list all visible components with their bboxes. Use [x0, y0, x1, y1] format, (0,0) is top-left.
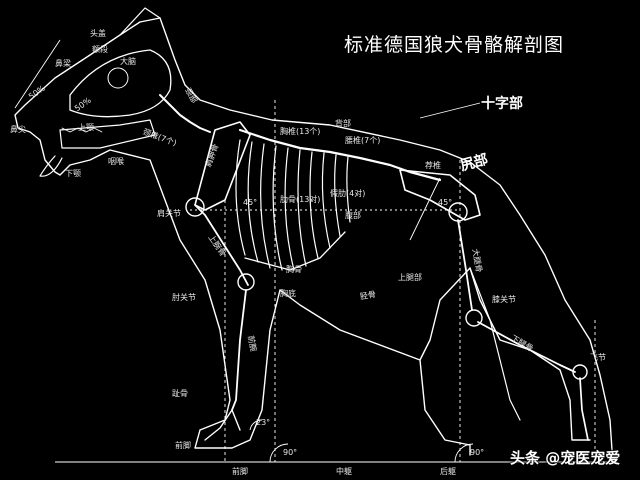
- pelvis-bone: [399, 169, 481, 221]
- label-pastern: 趾骨: [172, 389, 188, 398]
- front-paw-bones: [204, 409, 241, 441]
- label-lower-jaw: 下颚: [65, 169, 81, 178]
- skull-bone: [69, 49, 172, 118]
- label-angle90b: 90°: [470, 448, 485, 457]
- watermark: 头条 @宠医宠爱: [510, 449, 621, 467]
- label-thoracic: 胸椎(13个): [280, 127, 321, 136]
- label-cross: 十字部: [481, 96, 523, 112]
- label-knee: 膝关节: [492, 295, 516, 304]
- label-bottom-rear: 后躯: [440, 467, 456, 476]
- shoulder-joint: [185, 197, 205, 217]
- label-sacrum: 荐椎: [425, 161, 441, 170]
- label-bottom-mid: 中躯: [336, 467, 352, 476]
- label-chest-bottom: 胸底: [280, 289, 296, 298]
- label-upper-thigh: 上腿部: [398, 273, 422, 282]
- label-skull: 头盖: [90, 29, 106, 38]
- tibia-bone: [477, 321, 576, 373]
- label-spine: 背部: [335, 119, 351, 128]
- label-nose-top: 鼻梁: [55, 59, 71, 68]
- label-belly: 腹部: [345, 211, 361, 220]
- diagram-title: 标准德国狼犬骨骼解剖图: [344, 34, 565, 56]
- spine: [238, 128, 442, 182]
- label-shoulder: 肩关节: [157, 209, 181, 218]
- label-front-foot: 前脚: [175, 441, 191, 450]
- label-angle90a: 90°: [283, 448, 298, 457]
- forearm-bone: [231, 289, 247, 411]
- tail-outline: [469, 267, 521, 421]
- sternum-bone: [244, 231, 346, 271]
- ear-outline: [119, 7, 161, 36]
- label-sternum: 胸骨: [286, 265, 302, 274]
- label-false-ribs: 假肋(4对): [330, 189, 366, 198]
- teeth: [61, 127, 103, 133]
- label-bottom-front: 前脚: [232, 467, 248, 476]
- label-lumbar: 腰椎(7个): [345, 136, 381, 145]
- label-brain: 大脑: [120, 57, 136, 66]
- label-elbow: 肘关节: [172, 293, 196, 302]
- label-angle45b: 45°: [243, 198, 258, 207]
- femur-bone: [457, 219, 473, 311]
- knee-joint: [465, 309, 483, 327]
- jaw-bone: [59, 119, 156, 149]
- rib-cage: [235, 139, 351, 271]
- dog-outline: [14, 17, 613, 456]
- label-angle45a: 45°: [438, 198, 453, 207]
- eye-socket: [107, 67, 129, 89]
- tongue-outline: [39, 155, 63, 177]
- cervical-vertebrae: [159, 94, 211, 133]
- guide-lines: [14, 39, 610, 463]
- label-stop: 额段: [92, 45, 108, 54]
- label-nose-tip: 鼻尖: [10, 125, 26, 134]
- label-upper-jaw: 上颚: [78, 123, 94, 132]
- rear-metatarsal: [579, 377, 589, 441]
- label-ribs: 肋骨(13对): [280, 195, 321, 204]
- scapula-bone: [194, 121, 251, 211]
- label-angle23: 23°: [256, 418, 271, 427]
- label-throat: 咽喉: [108, 157, 124, 166]
- label-hock: 飞节: [590, 353, 606, 362]
